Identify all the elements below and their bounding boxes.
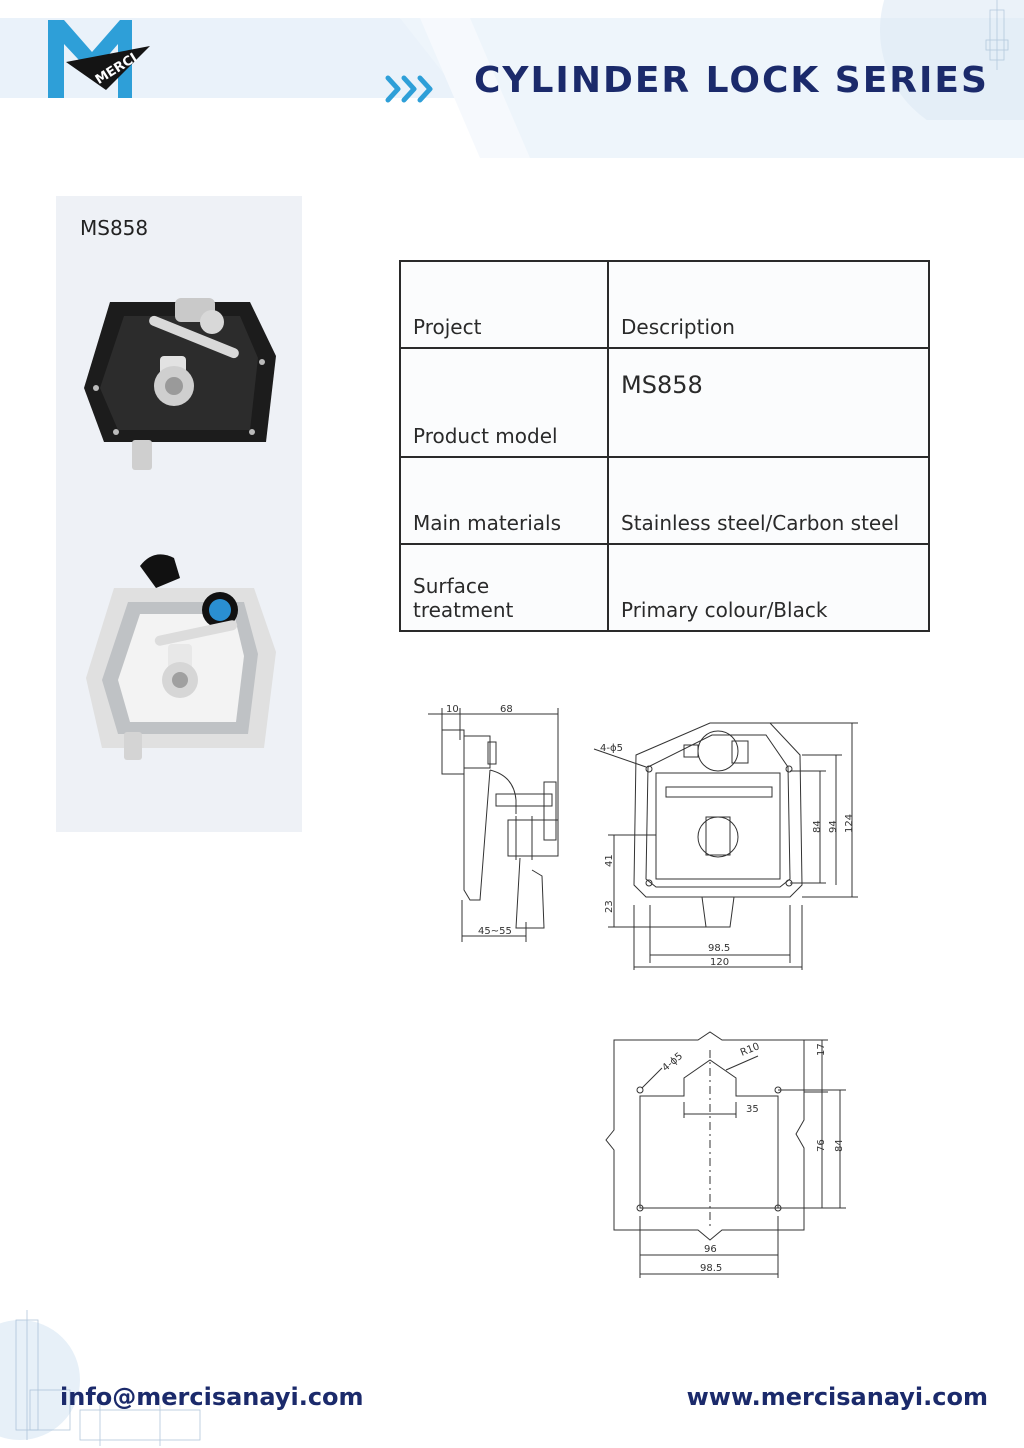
front-view-drawing: 4-ϕ5 84 94 124 41 23 98.5 120 xyxy=(593,722,858,970)
table-cell-value: Primary colour/Black xyxy=(607,543,930,632)
side-view-drawing: 10 68 45~55 xyxy=(428,704,559,942)
product-panel: MS858 xyxy=(56,196,302,832)
spec-table: Project Description Product model MS858 … xyxy=(399,260,930,632)
dim-width-top: 68 xyxy=(500,704,513,715)
cutout-drawing: 4-ϕ5 R10 35 17 76 84 96 98.5 xyxy=(605,1031,846,1278)
table-cell-label: Surface treatment xyxy=(399,543,609,632)
product-code: MS858 xyxy=(80,216,149,240)
table-header-project: Project xyxy=(399,260,609,349)
black-cylinder-lock-photo xyxy=(84,298,276,470)
decorative-blueprint-graphic xyxy=(0,1310,201,1446)
merci-logo: MERCI xyxy=(48,20,150,98)
dim-w1: 98.5 xyxy=(708,943,730,954)
table-header-description: Description xyxy=(607,260,930,349)
dim-h1: 84 xyxy=(812,820,823,833)
dim-v2: 23 xyxy=(604,900,615,913)
chevron-arrows-icon xyxy=(385,75,433,103)
table-row: Main materials Stainless steel/Carbon st… xyxy=(399,456,930,545)
cutout-top: 17 xyxy=(816,1043,827,1056)
footer-website-link[interactable]: www.mercisanayi.com xyxy=(686,1383,988,1411)
footer-email-link[interactable]: info@mercisanayi.com xyxy=(60,1383,364,1411)
stainless-cylinder-lock-photo xyxy=(86,554,276,760)
cutout-w1: 96 xyxy=(704,1244,717,1255)
page-title: CYLINDER LOCK SERIES xyxy=(474,60,989,101)
table-cell-value: MS858 xyxy=(607,347,930,458)
cutout-holes: 4-ϕ5 xyxy=(660,1051,685,1074)
dim-depth: 45~55 xyxy=(478,926,512,937)
dim-h2: 94 xyxy=(828,820,839,833)
table-row: Product model MS858 xyxy=(399,347,930,458)
cutout-w2: 98.5 xyxy=(700,1263,722,1274)
dim-flange: 10 xyxy=(446,704,459,715)
decorative-blueprint-graphic xyxy=(880,0,1024,120)
table-cell-label: Main materials xyxy=(399,456,609,545)
table-cell-value: Stainless steel/Carbon steel xyxy=(607,456,930,545)
table-row: Surface treatment Primary colour/Black xyxy=(399,543,930,632)
table-header-row: Project Description xyxy=(399,260,930,349)
cutout-gap: 35 xyxy=(746,1104,759,1115)
dim-w2: 120 xyxy=(710,957,729,968)
cutout-h2: 84 xyxy=(834,1139,845,1152)
dim-h3: 124 xyxy=(844,814,855,833)
cutout-h1: 76 xyxy=(816,1139,827,1152)
table-cell-label: Product model xyxy=(399,347,609,458)
dim-v1: 41 xyxy=(604,854,615,867)
dim-holes: 4-ϕ5 xyxy=(600,743,623,754)
